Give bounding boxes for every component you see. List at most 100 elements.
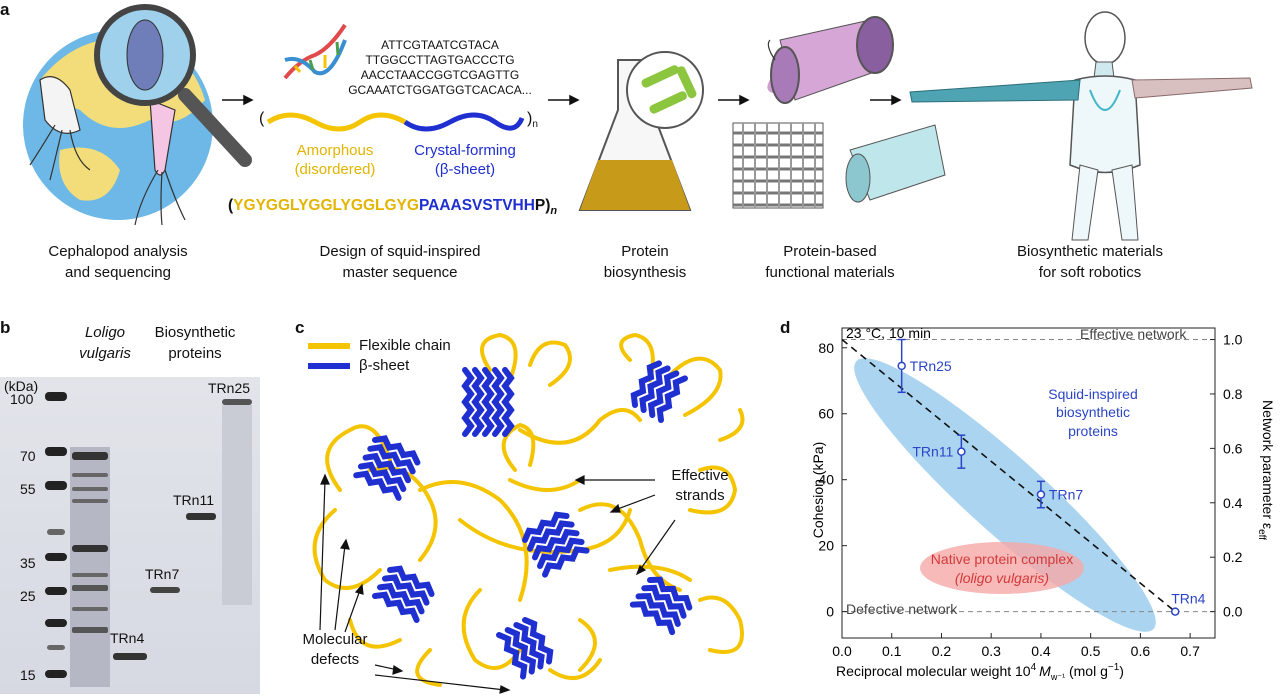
x-tick-label: 0.5 [1081,643,1101,659]
sequence-close: P) [534,197,551,214]
dna-line-1: ATTCGTAATCGTACA [381,38,499,52]
y2-tick-label: 0.4 [1223,495,1243,511]
dna-line-4: GCAAATCTGGATGGTCACACA... [348,83,532,97]
x-axis-title-main: Reciprocal molecular weight 10 [836,663,1031,679]
y2-tick-label: 0.2 [1223,549,1243,565]
y2-tick-label: 0.6 [1223,440,1243,456]
marker-25: 25 [20,588,36,604]
y-tick-label: 20 [818,538,834,554]
y-tick-label: 80 [818,340,834,356]
beta-sheet-clusters [353,360,693,680]
film-roll-icon [845,124,946,203]
y-tick-label: 40 [818,472,834,488]
x-axis-title-unit-exp: −1 [1108,662,1120,673]
squid-label-line3: proteins [1068,423,1118,439]
caption-biosynthesis: Protein biosynthesis [575,241,715,283]
crystal-label: Crystal-forming [414,142,516,159]
x-tick-label: 0.6 [1131,643,1151,659]
y2-axis-title-main: Network parameter ε [1260,400,1276,529]
y2-axis-title-sub: eff [1256,529,1267,540]
network-diagram [308,332,745,694]
caption-robotics-line2: for soft robotics [1038,264,1142,281]
panel-d-label: d [780,318,791,337]
effective-network-label: Effective network [1080,326,1187,342]
plot-frame [841,327,1216,639]
squid-label-line1: Squid-inspired [1048,386,1138,402]
y2-tick-label: 0.8 [1223,386,1243,402]
repeat-open-paren: ( [259,110,265,127]
squid-pink-icon [134,99,186,226]
gel-bands [45,392,252,687]
repeat-close-paren: )n [527,110,538,131]
sds-page-gel [0,377,260,694]
caption-cephalopod-line2: and sequencing [65,264,171,281]
data-label-trn4: TRn4 [1171,591,1205,607]
condition-label: 23 °C, 10 min [846,325,931,341]
caption-materials-line2: functional materials [765,264,895,281]
y-tick-label: 0 [826,604,834,620]
caption-cephalopod-line1: Cephalopod analysis [48,243,188,260]
fiber-spool-icon [767,16,894,104]
gel-col-biosynthetic: Biosynthetic [154,324,236,341]
effective-strands-line2: strands [675,487,725,504]
robot-humanoid-icon [909,11,1253,241]
data-label-trn7: TRn7 [1049,487,1083,503]
amorphous-sub-label: (disordered) [294,161,376,178]
marker-15: 15 [20,667,36,683]
legend-flexible-label: Flexible chain [359,337,451,354]
dna-line-2: TTGGCCTTAGTGACCCTG [365,53,515,67]
marker-70: 70 [20,448,36,464]
gel-col-proteins: proteins [168,345,222,362]
defective-network-label: Defective network [846,601,958,617]
gel-unit-label: (kDa) [4,378,39,394]
flexible-chains [312,332,745,687]
caption-design-line1: Design of squid-inspired [319,243,481,260]
sequence-n: n [550,205,558,218]
x-axis-title-unit: (mol g [1065,663,1108,679]
data-point-trn11 [957,447,966,456]
data-label-trn25: TRn25 [910,358,952,374]
sequence-open: ( [228,197,234,214]
x-axis-title-close: ) [1119,663,1124,679]
x-tick-label: 0.2 [932,643,952,659]
band-label-trn11: TRn11 [173,492,214,508]
gel-col-loligo: Loligo [84,324,126,341]
dna-helix-icon [283,23,347,80]
magnifier-icon [94,4,252,167]
y-tick-label: 60 [818,406,834,422]
caption-biosynthesis-line2: biosynthesis [603,264,687,281]
y2-tick-label: 1.0 [1223,332,1243,348]
flask-icon [578,51,704,211]
caption-materials: Protein-based functional materials [740,241,920,283]
molecular-defects-line1: Molecular [302,631,368,648]
molecular-defects-line2: defects [310,651,360,668]
y-axis-title: Cohesion (kPa) [810,442,826,539]
marker-55: 55 [20,481,36,497]
gel-col-vulgaris: vulgaris [79,345,131,362]
x-tick-label: 0.1 [882,643,902,659]
woven-mesh-icon [732,122,824,209]
x-tick-label: 0.0 [832,643,852,659]
caption-design-line2: master sequence [342,264,458,281]
caption-biosynthesis-line1: Protein [621,243,669,260]
sequence-amorphous: YGYGGLYGGLYGGLGYG [233,197,419,214]
x-tick-label: 0.3 [981,643,1001,659]
caption-materials-line1: Protein-based [783,243,877,260]
dna-line-3: AACCTAACCGGTCGAGTTG [360,68,520,82]
data-point-trn25 [897,361,906,371]
caption-cephalopod: Cephalopod analysis and sequencing [18,241,218,283]
repeat-chain [266,112,525,132]
panel-a-label: a [0,0,10,19]
panel-c-label: c [295,318,305,337]
x-axis-title-var: M [1039,663,1051,679]
squid-white-icon [29,76,91,181]
native-label-line2: (loligo vulgaris) [955,570,1049,586]
crystal-sub-label: (β-sheet) [434,161,496,178]
x-axis-title-sub: w⁻¹ [1050,672,1065,682]
caption-design: Design of squid-inspired master sequence [290,241,510,283]
flow-arrows [222,94,902,106]
master-sequence: (YGYGGLYGGLYGGLGYGPAAASVSTVHHP)n [228,197,557,217]
x-tick-label: 0.7 [1180,643,1200,659]
